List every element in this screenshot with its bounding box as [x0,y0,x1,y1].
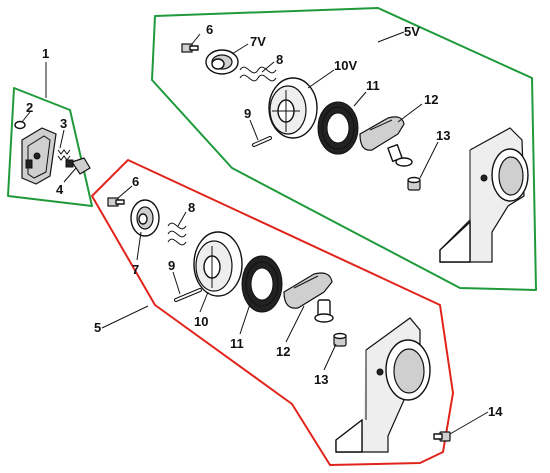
group-1-outline [7,87,93,207]
spring-part-8-upper [239,66,277,82]
label-part-2: 2 [26,100,33,115]
spring-part-8-lower [167,222,187,246]
latch-part-4 [65,157,91,175]
recoil-spring-part-11-upper [317,101,359,155]
label-part-8-lower: 8 [188,200,195,215]
recoil-spring-part-11-lower [241,255,283,313]
pin-part-9-upper [252,136,272,147]
label-part-11-upper: 11 [366,78,380,93]
pulley-hub-part-7v [205,49,239,75]
handle-part-12-upper [359,116,413,167]
pin-part-9-lower [174,288,202,302]
label-part-6-lower: 6 [132,174,139,189]
label-part-11-lower: 11 [230,336,244,351]
cover-assembly-part-1 [21,127,57,185]
starter-housing-lower [335,317,431,453]
label-part-9-lower: 9 [168,258,175,273]
label-part-12-lower: 12 [276,344,290,359]
label-part-3: 3 [60,116,67,131]
label-part-5: 5 [94,320,101,335]
group-5v-outline [151,7,537,291]
bolt-part-6-upper [181,43,199,53]
label-part-13-lower: 13 [314,372,328,387]
bolt-part-14 [433,431,451,442]
label-part-10: 10 [194,314,208,329]
handle-part-12-lower [283,272,334,323]
label-part-10v: 10V [334,58,357,73]
reel-part-10 [193,231,243,297]
leader-lines [21,31,489,435]
bushing-part-13-upper [407,176,421,191]
label-part-9-upper: 9 [244,106,251,121]
part-labels: 1 2 3 4 5V 6 7V 8 9 10V 11 12 13 5 6 7 8… [26,22,503,419]
label-part-8-upper: 8 [276,52,283,67]
label-part-7v: 7V [250,34,266,49]
label-part-4: 4 [56,182,64,197]
label-part-1: 1 [42,46,49,61]
label-part-5v: 5V [404,24,420,39]
label-part-6-upper: 6 [206,22,213,37]
pulley-hub-part-7 [130,199,160,237]
bushing-part-13-lower [333,332,347,347]
clip-part-2 [14,120,26,130]
label-part-7: 7 [132,262,139,277]
label-part-13-upper: 13 [436,128,450,143]
starter-housing-upper [439,127,529,263]
reel-part-10v [268,77,318,139]
group-5-outline [91,159,454,466]
spring-part-3 [57,149,71,161]
label-part-12-upper: 12 [424,92,438,107]
label-part-14: 14 [488,404,503,419]
bolt-part-6-lower [107,197,125,207]
